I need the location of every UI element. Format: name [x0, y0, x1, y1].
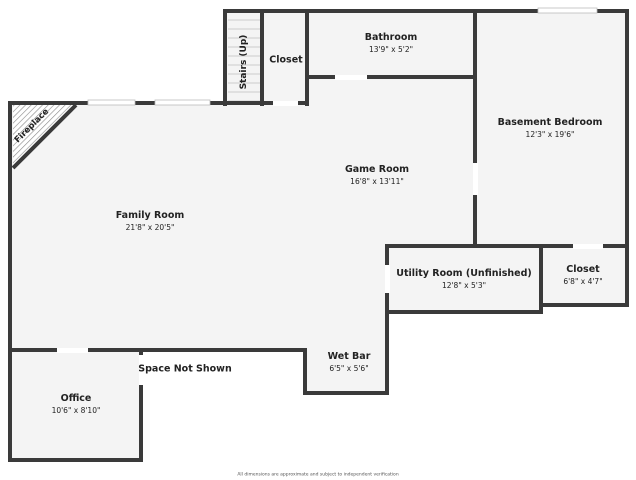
doorway	[473, 163, 478, 195]
room-name: Family Room	[115, 210, 185, 221]
space-not-shown-label: Space Not Shown	[138, 364, 231, 375]
room-label-stairs: Stairs (Up)	[239, 34, 249, 90]
room-label-wet-bar: Wet Bar 6'5" x 5'6"	[328, 351, 371, 373]
window	[154, 99, 211, 106]
room-name: Game Room	[344, 164, 410, 175]
floor-bedroom	[475, 11, 627, 247]
doorway	[57, 348, 88, 353]
room-name: Office	[60, 393, 92, 404]
room-name: Space Not Shown	[138, 363, 232, 375]
doorway	[573, 244, 603, 249]
room-dims: 12'8" x 5'3"	[441, 281, 487, 290]
room-dims: 13'9" x 5'2"	[368, 45, 414, 54]
doorway	[335, 75, 367, 80]
room-label-bathroom: Bathroom 13'9" x 5'2"	[365, 32, 418, 54]
doorway	[273, 101, 298, 106]
room-name: Wet Bar	[327, 351, 371, 362]
room-name: Basement Bedroom	[497, 117, 603, 128]
room-dims: 21'8" x 20'5"	[125, 223, 175, 232]
room-label-closet-right: Closet 6'8" x 4'7"	[563, 264, 602, 286]
floor-utility	[387, 246, 541, 312]
room-name: Bathroom	[364, 32, 418, 43]
room-name: Closet	[566, 264, 600, 275]
room-name: Utility Room (Unfinished)	[396, 268, 532, 279]
room-label-family-room: Family Room 21'8" x 20'5"	[116, 210, 185, 232]
floor-family-game	[10, 77, 475, 393]
room-name: Closet	[269, 54, 303, 66]
window	[537, 7, 598, 14]
fireplace-wall	[11, 103, 78, 170]
footer-disclaimer: All dimensions are approximate and subje…	[237, 472, 399, 478]
room-dims: 6'5" x 5'6"	[329, 364, 369, 373]
floor-closet-right	[541, 246, 627, 305]
room-label-bedroom: Basement Bedroom 12'3" x 19'6"	[498, 117, 603, 139]
floor-office	[10, 350, 141, 460]
room-dims: 6'8" x 4'7"	[563, 277, 603, 286]
room-dims: 12'3" x 19'6"	[525, 130, 575, 139]
doorway	[385, 265, 390, 293]
room-dims: 16'8" x 13'11"	[350, 177, 404, 186]
room-label-utility: Utility Room (Unfinished) 12'8" x 5'3"	[396, 268, 532, 290]
window	[87, 99, 136, 106]
room-label-office: Office 10'6" x 8'10"	[52, 393, 101, 415]
room-label-closet-top: Closet	[269, 55, 302, 66]
doorway	[139, 355, 144, 385]
room-label-game-room: Game Room 16'8" x 13'11"	[345, 164, 409, 186]
openings	[57, 7, 603, 385]
room-dims: 10'6" x 8'10"	[51, 406, 101, 415]
room-floors	[10, 11, 627, 460]
